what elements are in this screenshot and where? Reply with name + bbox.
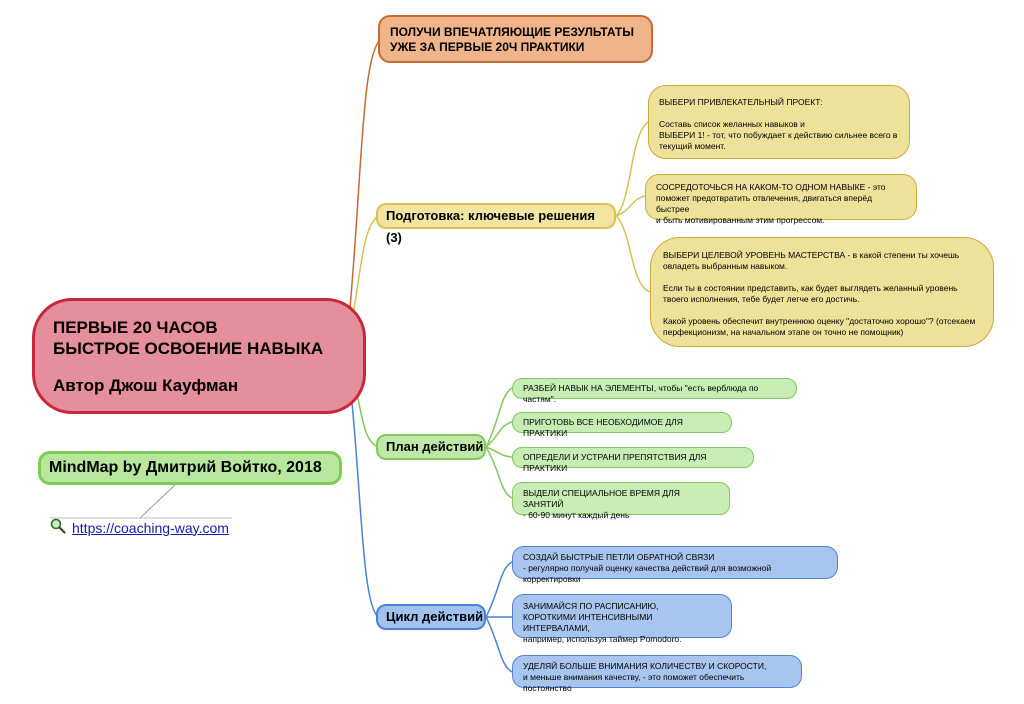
results-node[interactable]: ПОЛУЧИ ВПЕЧАТЛЯЮЩИЕ РЕЗУЛЬТАТЫ УЖЕ ЗА ПЕ… <box>378 15 653 63</box>
leaf-text-line: - регулярно получай оценку качества дейс… <box>523 563 772 584</box>
leaf-text-line: СОЗДАЙ БЫСТРЫЕ ПЕТЛИ ОБРАТНОЙ СВЯЗИ <box>523 552 715 562</box>
leaf-text-line: ПРИГОТОВЬ ВСЕ НЕОБХОДИМОЕ ДЛЯ ПРАКТИКИ <box>523 417 683 438</box>
results-line2: УЖЕ ЗА ПЕРВЫЕ 20Ч ПРАКТИКИ <box>390 40 585 54</box>
results-line1: ПОЛУЧИ ВПЕЧАТЛЯЮЩИЕ РЕЗУЛЬТАТЫ <box>390 25 635 39</box>
cycle-leaf-feedback[interactable]: СОЗДАЙ БЫСТРЫЕ ПЕТЛИ ОБРАТНОЙ СВЯЗИ - ре… <box>512 546 838 584</box>
website-link-row[interactable]: https://coaching-way.com <box>50 518 229 537</box>
leaf-text-line <box>659 108 899 119</box>
leaf-text-line: КОРОТКИМИ ИНТЕНСИВНЫМИ ИНТЕРВАЛАМИ, <box>523 612 653 633</box>
leaf-text-line: и меньше внимания качеству, - это поможе… <box>523 672 745 693</box>
leaf-text-line: овладеть выбранным навыком. <box>663 261 788 271</box>
central-title-line1: ПЕРВЫЕ 20 ЧАСОВ <box>53 318 218 337</box>
prep-leaf-focus[interactable]: СОСРЕДОТОЧЬСЯ НА КАКОМ-ТО ОДНОМ НАВЫКЕ -… <box>645 174 917 225</box>
central-topic[interactable]: ПЕРВЫЕ 20 ЧАСОВ БЫСТРОЕ ОСВОЕНИЕ НАВЫКА … <box>32 298 366 414</box>
central-title-line2: БЫСТРОЕ ОСВОЕНИЕ НАВЫКА <box>53 339 324 358</box>
leaf-text-line: ЗАНИМАЙСЯ ПО РАСПИСАНИЮ, <box>523 601 659 611</box>
leaf-text-line: РАЗБЕЙ НАВЫК НА ЭЛЕМЕНТЫ, чтобы "есть ве… <box>523 383 759 404</box>
leaf-text-line: например, используя таймер Pomodoro. <box>523 634 682 644</box>
cycle-leaf-quantity-speed[interactable]: УДЕЛЯЙ БОЛЬШЕ ВНИМАНИЯ КОЛИЧЕСТВУ И СКОР… <box>512 655 802 693</box>
leaf-text-line: перфекционизм, на начальном этапе он точ… <box>663 327 904 337</box>
leaf-text-line: Составь список желанных навыков и <box>659 119 805 129</box>
plan-leaf-time[interactable]: ВЫДЕЛИ СПЕЦИАЛЬНОЕ ВРЕМЯ ДЛЯ ЗАНЯТИЙ - 6… <box>512 482 730 520</box>
cycle-leaf-schedule[interactable]: ЗАНИМАЙСЯ ПО РАСПИСАНИЮ, КОРОТКИМИ ИНТЕН… <box>512 594 732 644</box>
plan-leaf-break-down[interactable]: РАЗБЕЙ НАВЫК НА ЭЛЕМЕНТЫ, чтобы "есть ве… <box>512 378 797 404</box>
branch-action-cycle[interactable]: Цикл действий <box>376 604 486 630</box>
leaf-text-line <box>663 272 983 283</box>
magnifier-icon <box>50 518 66 537</box>
prep-leaf-project[interactable]: ВЫБЕРИ ПРИВЛЕКАТЕЛЬНЫЙ ПРОЕКТ: Составь с… <box>648 85 910 159</box>
mindmap-credit[interactable]: MindMap by Дмитрий Войтко, 2018 <box>38 451 342 485</box>
leaf-text-line: УДЕЛЯЙ БОЛЬШЕ ВНИМАНИЯ КОЛИЧЕСТВУ И СКОР… <box>523 661 767 671</box>
leaf-text-line: ВЫДЕЛИ СПЕЦИАЛЬНОЕ ВРЕМЯ ДЛЯ ЗАНЯТИЙ <box>523 488 680 509</box>
branch-action-plan[interactable]: План действий <box>376 434 486 460</box>
central-author: Автор Джош Кауфман <box>53 376 239 395</box>
leaf-text-line: поможет предотвратить отвлечения, двигат… <box>656 193 873 214</box>
plan-leaf-prepare[interactable]: ПРИГОТОВЬ ВСЕ НЕОБХОДИМОЕ ДЛЯ ПРАКТИКИ <box>512 412 732 438</box>
leaf-text-line: текущий момент. <box>659 141 726 151</box>
website-link[interactable]: https://coaching-way.com <box>72 519 229 536</box>
leaf-text-line: Если ты в состоянии представить, как буд… <box>663 283 958 293</box>
leaf-text-line: твоего исполнения, тебе будет легче его … <box>663 294 860 304</box>
leaf-text-line <box>663 305 983 316</box>
leaf-text-line: ВЫБЕРИ ПРИВЛЕКАТЕЛЬНЫЙ ПРОЕКТ: <box>659 97 823 107</box>
leaf-text-line: - 60-90 минут каждый день <box>523 510 630 520</box>
prep-leaf-mastery-level[interactable]: ВЫБЕРИ ЦЕЛЕВОЙ УРОВЕНЬ МАСТЕРСТВА - в ка… <box>650 237 994 347</box>
leaf-text-line: и быть мотивированным этим прогрессом. <box>656 215 825 225</box>
leaf-text-line: ВЫБЕРИ 1! - тот, что побуждает к действи… <box>659 130 898 140</box>
leaf-text-line: ВЫБЕРИ ЦЕЛЕВОЙ УРОВЕНЬ МАСТЕРСТВА - в ка… <box>663 250 960 260</box>
plan-leaf-obstacles[interactable]: ОПРЕДЕЛИ И УСТРАНИ ПРЕПЯТСТВИЯ ДЛЯ ПРАКТ… <box>512 447 754 473</box>
leaf-text-line: СОСРЕДОТОЧЬСЯ НА КАКОМ-ТО ОДНОМ НАВЫКЕ -… <box>656 182 886 192</box>
leaf-text-line: Какой уровень обеспечит внутреннюю оценк… <box>663 316 976 326</box>
branch-preparation[interactable]: Подготовка: ключевые решения (3) <box>376 203 616 245</box>
leaf-text-line: ОПРЕДЕЛИ И УСТРАНИ ПРЕПЯТСТВИЯ ДЛЯ ПРАКТ… <box>523 452 707 473</box>
